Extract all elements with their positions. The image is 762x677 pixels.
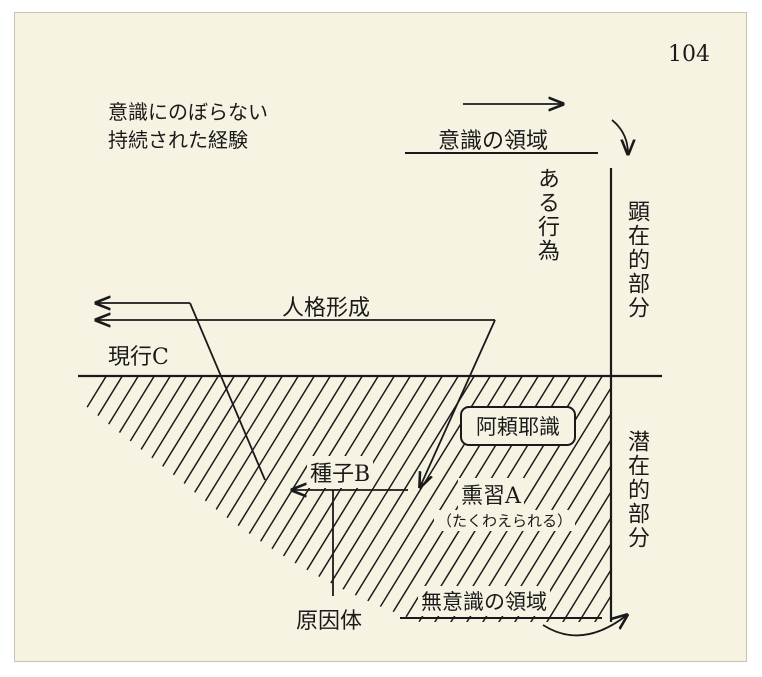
action-descent-arrow [420, 319, 496, 487]
hatch-line [541, 376, 612, 622]
page-number: 104 [668, 42, 710, 67]
hatch-line [78, 376, 111, 622]
note-line-2: 持続された経験 [108, 128, 248, 152]
loop-left-leg [189, 302, 266, 481]
hatch-line [654, 370, 762, 630]
hatch-line [78, 376, 127, 622]
hatch-line [78, 376, 207, 622]
hatch-line [78, 376, 175, 622]
hatch-line [317, 376, 479, 622]
hatch-line [557, 376, 612, 622]
hatch-line [78, 376, 159, 622]
an-action-label: ある行為 [534, 167, 559, 263]
latent-part-label: 潜在的部分 [624, 430, 649, 550]
hatch-line [589, 376, 612, 622]
curved-arrow-top-right [611, 119, 628, 154]
personality-formation-label: 人格形成 [282, 296, 371, 321]
note-line-1: 意識にのぼらない [108, 100, 268, 124]
perfuming-a-label: 熏習A [458, 478, 524, 510]
hatch-line [638, 370, 762, 630]
hatch-line [78, 376, 191, 622]
curved-arrow-bottom-right [542, 615, 627, 637]
manifest-part-label: 顕在的部分 [624, 200, 649, 320]
hatch-line [78, 376, 143, 622]
perfuming-reading-label: （たくわえられる） [434, 510, 576, 531]
current-c-label: 現行C [108, 345, 169, 370]
unconscious-realm-label: 無意識の領域 [418, 586, 550, 616]
cause-body-label: 原因体 [296, 609, 363, 634]
hatch-line [525, 376, 612, 622]
conscious-realm-label: 意識の領域 [438, 129, 549, 154]
hatch-line [78, 376, 223, 622]
hatch-line [573, 376, 612, 622]
seed-b-label: 種子B [307, 456, 374, 488]
alaya-consciousness-box: 阿頼耶識 [460, 406, 576, 446]
